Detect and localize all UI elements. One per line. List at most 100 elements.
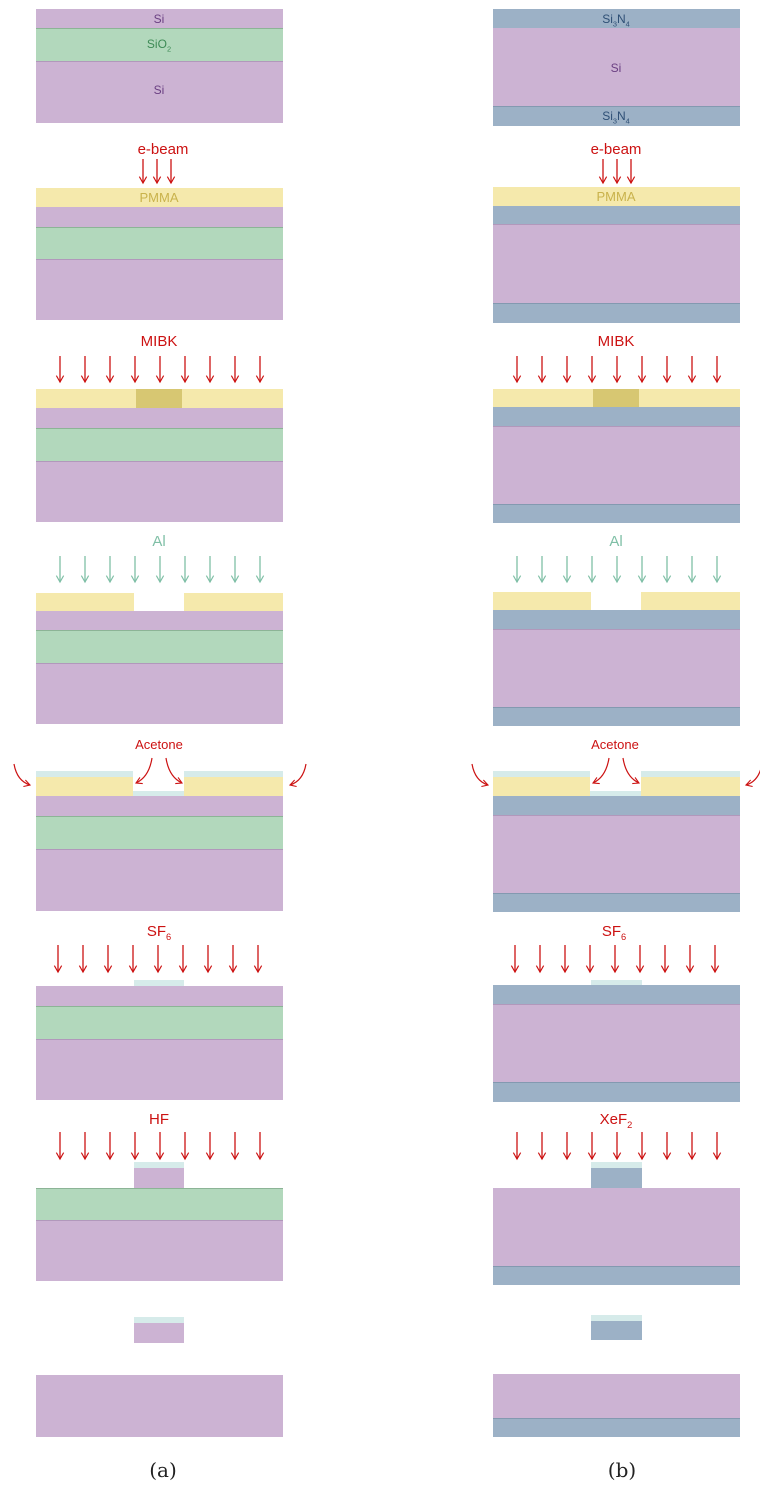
al-mask xyxy=(134,1317,184,1323)
si3n4-top-layer xyxy=(493,9,740,28)
si-device-released xyxy=(134,1323,184,1343)
si3n4-released xyxy=(591,1321,642,1340)
si-handle-layer xyxy=(36,1220,283,1281)
si3n4-top-layer xyxy=(493,407,740,426)
si-wafer-layer xyxy=(493,629,740,707)
si3n4-bottom-layer xyxy=(493,893,740,912)
acetone-label: Acetone xyxy=(135,737,183,752)
pmma-right-block xyxy=(641,777,740,796)
al-film-right xyxy=(641,771,740,777)
si3n4-island xyxy=(591,1168,642,1188)
ebeam-label: e-beam xyxy=(138,141,189,158)
al-film-left xyxy=(36,771,133,777)
al-mask xyxy=(134,1162,184,1168)
sio2-box-layer xyxy=(36,816,283,849)
si-device-layer xyxy=(36,9,283,28)
hf-label: HF xyxy=(149,1111,169,1128)
pmma-layer xyxy=(36,188,283,207)
si-label: Si xyxy=(611,61,622,75)
al-film-right xyxy=(184,771,283,777)
si-handle-layer xyxy=(36,1375,283,1437)
si3n4-bottom-layer xyxy=(493,1082,740,1102)
sio2-box-layer xyxy=(36,28,283,61)
sio2-box-layer xyxy=(36,1188,283,1220)
pmma-label: PMMA xyxy=(140,190,179,205)
caption-b: (b) xyxy=(608,1458,636,1482)
al-film-left xyxy=(493,771,590,777)
si3n4-top-layer xyxy=(493,206,740,224)
caption-a: (a) xyxy=(149,1458,177,1482)
si-handle-layer xyxy=(36,849,283,911)
acetone-label: Acetone xyxy=(591,737,639,752)
si-device-layer xyxy=(36,408,283,428)
si3n4-label: Si3N4 xyxy=(602,109,630,125)
pmma-exposed-region xyxy=(593,389,639,407)
al-mask xyxy=(134,980,184,986)
acetone-arrow-left-inner xyxy=(592,757,610,785)
sio2-box-layer xyxy=(36,630,283,663)
mibk-label: MIBK xyxy=(598,333,635,350)
si3n4-bottom-layer xyxy=(493,707,740,726)
pmma-exposed-region xyxy=(136,389,182,408)
si-wafer-layer xyxy=(493,1188,740,1266)
si3n4-top-layer xyxy=(493,796,740,815)
pmma-left-block xyxy=(493,592,591,610)
pmma-left-block xyxy=(36,777,133,796)
acetone-arrow-left-outer xyxy=(471,763,490,788)
acetone-arrow-left-outer xyxy=(13,763,32,788)
acetone-arrow-right-inner xyxy=(165,757,183,785)
layer-stack-group xyxy=(36,9,740,1437)
pmma-layer xyxy=(493,187,740,206)
sio2-box-layer xyxy=(36,227,283,259)
si-wafer-layer xyxy=(493,426,740,504)
si-label: Si xyxy=(154,83,165,97)
si-device-layer xyxy=(36,611,283,630)
si3n4-bottom-layer xyxy=(493,1266,740,1285)
al-label: Al xyxy=(609,533,622,550)
si-label: Si xyxy=(154,12,165,26)
pmma-right-block xyxy=(184,777,283,796)
si3n4-bottom-layer xyxy=(493,303,740,323)
process-arrow-group xyxy=(13,159,760,1161)
al-mask xyxy=(591,1315,642,1321)
si-wafer-layer xyxy=(493,1374,740,1418)
sio2-label: SiO2 xyxy=(147,37,171,53)
si3n4-top-layer xyxy=(493,610,740,629)
sio2-box-layer xyxy=(36,428,283,461)
si-device-island xyxy=(134,1168,184,1188)
si-wafer-layer xyxy=(493,1004,740,1082)
sf6-label: SF6 xyxy=(147,923,171,942)
si-device-layer xyxy=(36,986,283,1006)
si-wafer-layer xyxy=(493,28,740,106)
xef2-label: XeF2 xyxy=(600,1111,633,1130)
mibk-label: MIBK xyxy=(141,333,178,350)
pmma-left-block xyxy=(493,777,590,796)
sio2-box-layer xyxy=(36,1006,283,1039)
si-handle-layer xyxy=(36,259,283,320)
acetone-arrow-right-outer xyxy=(288,763,307,788)
acetone-arrow-left-inner xyxy=(135,757,153,785)
si-device-layer xyxy=(36,207,283,227)
si3n4-label: Si3N4 xyxy=(602,12,630,28)
pmma-left-block xyxy=(36,593,134,611)
al-film-center xyxy=(590,791,641,796)
al-film-center xyxy=(133,791,184,796)
text-label-group: SiSiO2Sie-beamPMMAMIBKAlAcetoneSF6HFSi3N… xyxy=(135,12,641,1482)
acetone-arrow-right-outer xyxy=(744,769,760,788)
al-mask xyxy=(591,980,642,985)
acetone-arrow-right-inner xyxy=(622,757,640,785)
pmma-right-block xyxy=(641,592,740,610)
si-handle-layer xyxy=(36,61,283,123)
si-wafer-layer xyxy=(493,224,740,303)
si-handle-layer xyxy=(36,1039,283,1100)
sf6-label: SF6 xyxy=(602,923,626,942)
pmma-right-block xyxy=(184,593,283,611)
ebeam-label: e-beam xyxy=(591,141,642,158)
si3n4-bottom-layer xyxy=(493,504,740,523)
si3n4-bottom-layer xyxy=(493,1418,740,1437)
al-mask xyxy=(591,1162,642,1168)
si3n4-top-layer xyxy=(493,985,740,1004)
si-handle-layer xyxy=(36,461,283,522)
pmma-label: PMMA xyxy=(597,189,636,204)
